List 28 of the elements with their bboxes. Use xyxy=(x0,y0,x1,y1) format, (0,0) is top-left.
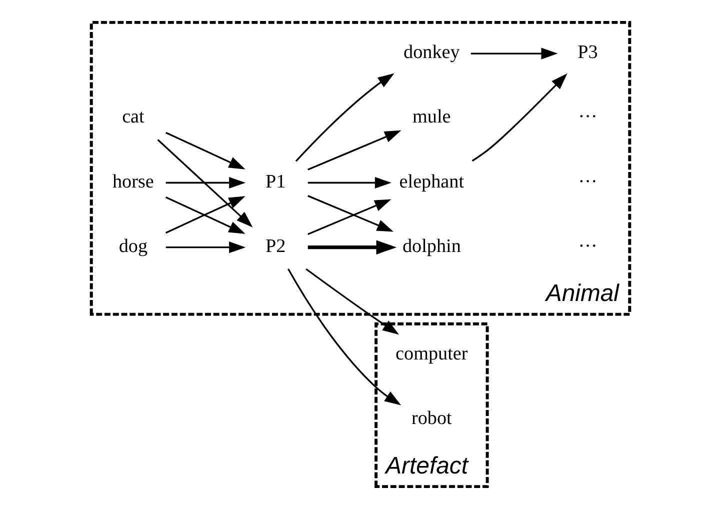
arrow xyxy=(165,242,246,254)
node-text: donkey xyxy=(403,42,460,64)
node-text: P1 xyxy=(264,171,286,192)
node-text: dog xyxy=(118,236,148,257)
label: ··· xyxy=(578,171,597,192)
node-text: elephant xyxy=(398,171,464,192)
arrow xyxy=(307,130,401,170)
node-text: robot xyxy=(410,408,452,430)
label: ··· xyxy=(578,106,597,128)
arrow xyxy=(164,196,245,234)
node-text: P2 xyxy=(264,236,286,257)
arrow xyxy=(471,73,567,162)
node-text: mule xyxy=(412,106,450,128)
arrow xyxy=(307,240,396,254)
arrow xyxy=(165,176,246,189)
node-text: horse xyxy=(112,171,154,192)
node-text: computer xyxy=(395,344,468,365)
arrow xyxy=(164,132,245,170)
arrow xyxy=(307,176,391,189)
arrow xyxy=(286,268,401,406)
node-text: P3 xyxy=(577,42,598,64)
label: ··· xyxy=(578,236,597,257)
arrow xyxy=(156,139,252,228)
node-text: cat xyxy=(122,106,144,128)
arrow xyxy=(470,48,558,60)
node-text: dolphin xyxy=(402,236,460,257)
arrow xyxy=(305,268,399,335)
arrow xyxy=(294,73,394,162)
